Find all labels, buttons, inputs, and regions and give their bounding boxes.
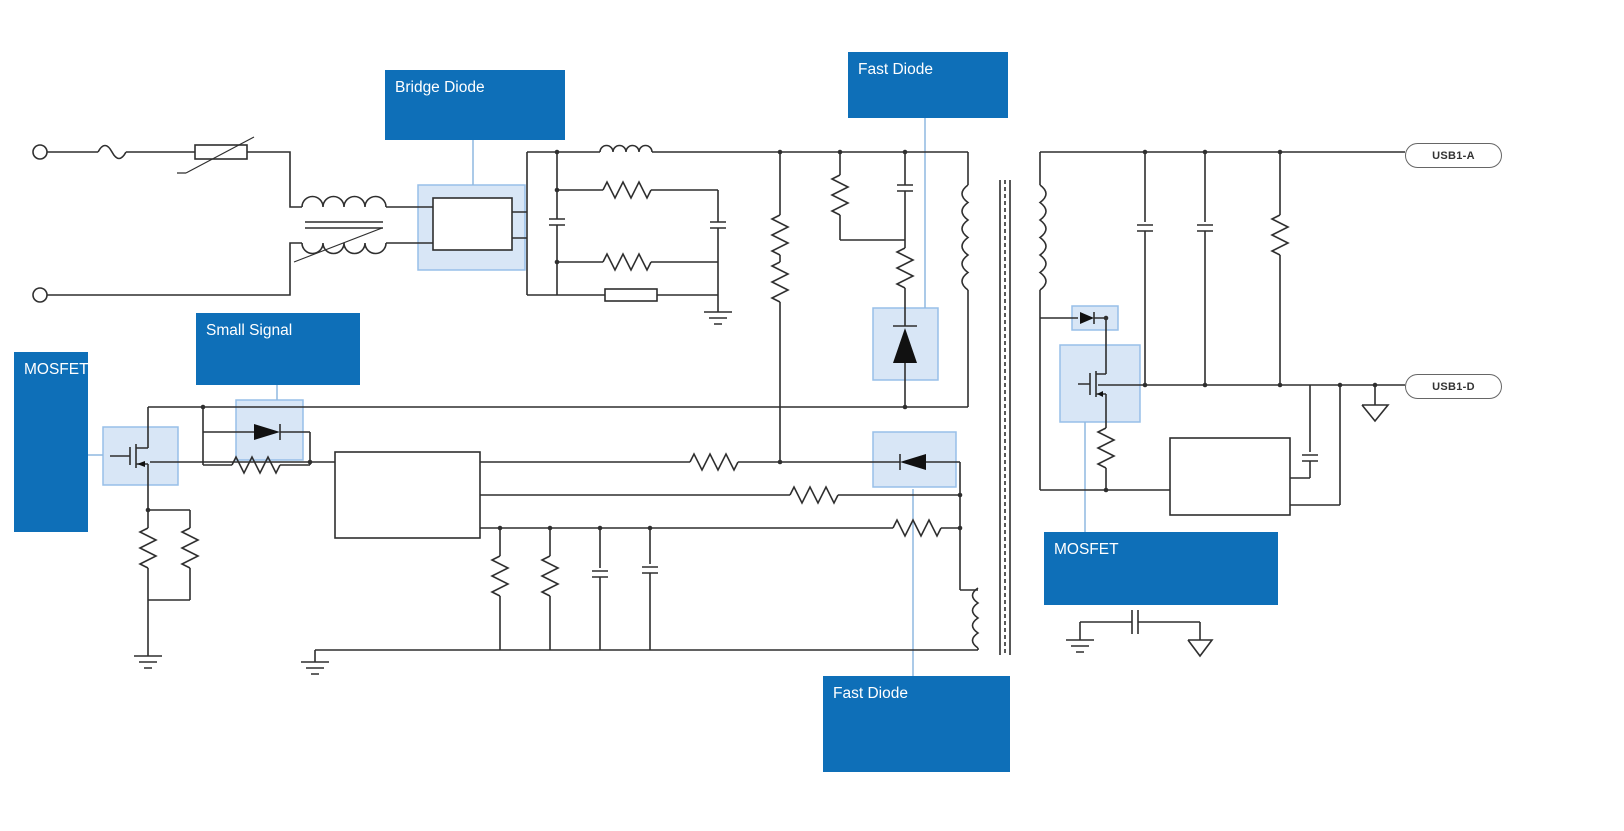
small-diode — [1040, 312, 1107, 374]
bridge-rectifier — [432, 197, 513, 251]
aux-winding — [971, 587, 980, 650]
callout-label: MOSFET — [1054, 541, 1119, 558]
callout-fast-diode-bottom: Fast Diode — [823, 676, 1010, 772]
primary-ground-rail — [314, 649, 978, 662]
leader-lines — [88, 118, 1086, 676]
sync-mosfet — [1078, 371, 1107, 428]
primary-mosfet — [110, 407, 149, 528]
rail-ground-icon — [300, 661, 330, 675]
thermistor — [194, 144, 248, 160]
callout-mosfet-right: MOSFET — [1044, 532, 1278, 605]
sync-mosfet-highlight — [1059, 344, 1141, 423]
dc-top-rail — [527, 144, 968, 153]
connector-label: USB1-D — [1432, 380, 1475, 393]
output-cap-2 — [1197, 152, 1213, 385]
callout-label: Small Signal — [206, 322, 293, 339]
ac-terminal-line — [32, 144, 48, 160]
secondary-circuit — [1038, 151, 1405, 658]
callout-label: Fast Diode — [858, 61, 933, 78]
primary-ground-icon — [703, 311, 733, 325]
source-ground-icon — [133, 655, 163, 669]
current-sense-resistor — [604, 288, 658, 302]
callout-small-signal: Small Signal — [196, 313, 360, 385]
callout-label: MOSFET — [24, 361, 88, 378]
bulk-capacitor — [549, 152, 565, 295]
common-mode-choke — [293, 195, 387, 263]
connector-label: USB1-A — [1432, 149, 1475, 162]
thermistor-arrow — [177, 136, 255, 174]
ycap-ground-icon — [1065, 639, 1095, 653]
y-capacitor — [1079, 610, 1214, 658]
small-signal-diode — [202, 407, 311, 474]
secondary-winding — [1038, 184, 1047, 291]
callout-mosfet-left: MOSFET — [14, 352, 88, 532]
usb1-d-connector: USB1-D — [1405, 374, 1502, 399]
transformer — [961, 152, 1011, 655]
ac-terminal-neutral — [32, 287, 48, 303]
fast-diode-top — [893, 325, 917, 407]
secondary-ic — [1169, 437, 1291, 516]
controller-ic — [334, 451, 481, 539]
usb1-a-connector: USB1-A — [1405, 143, 1502, 168]
junction-dots — [145, 149, 1378, 531]
chassis-ground-icon — [1361, 385, 1390, 423]
callout-label: Bridge Diode — [395, 79, 485, 96]
fuse — [47, 144, 195, 160]
callout-label: Fast Diode — [833, 685, 908, 702]
callout-fast-diode-top: Fast Diode — [848, 52, 1008, 118]
earth-ground-icon — [1187, 639, 1214, 658]
snubber-network — [831, 152, 914, 326]
fast-diode-bottom — [899, 454, 960, 470]
primary-circuit — [32, 136, 1011, 675]
callout-bridge-diode: Bridge Diode — [385, 70, 565, 140]
output-cap-1 — [1137, 152, 1153, 385]
